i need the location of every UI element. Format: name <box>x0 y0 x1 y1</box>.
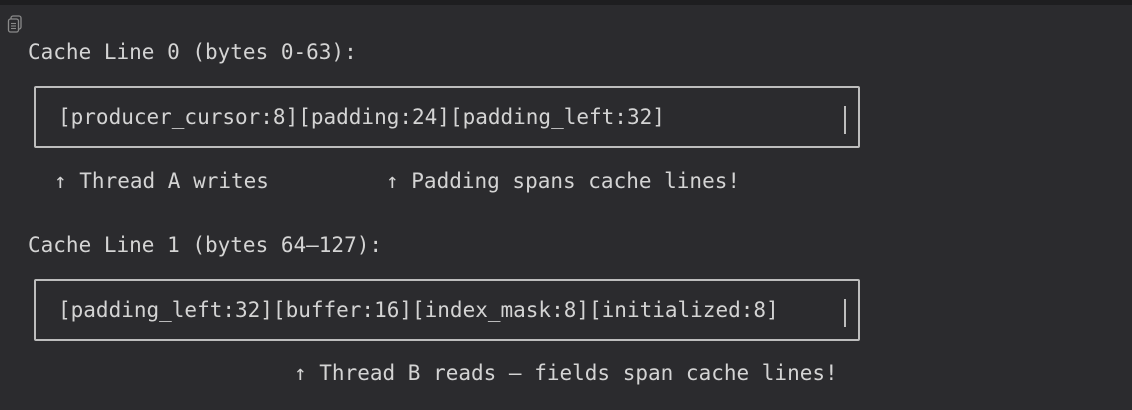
cache-line-0-heading: Cache Line 0 (bytes 0-63): <box>28 40 357 64</box>
cache-line-0-box: [producer_cursor:8][padding:24][padding_… <box>34 86 860 148</box>
copy-icon[interactable] <box>7 15 23 33</box>
cache-line-1-heading: Cache Line 1 (bytes 64–127): <box>28 233 383 257</box>
copy-icon-glyph <box>7 15 22 33</box>
window-top-edge <box>0 0 1132 5</box>
cache-line-0-note-thread-a: ↑ Thread A writes <box>54 169 269 193</box>
cache-line-0-box-content: [producer_cursor:8][padding:24][padding_… <box>58 105 665 129</box>
cache-line-1-box: [padding_left:32][buffer:16][index_mask:… <box>34 279 860 341</box>
cache-line-1-note-thread-b: ↑ Thread B reads – fields span cache lin… <box>294 361 838 385</box>
cache-line-0-note-padding: ↑ Padding spans cache lines! <box>386 169 741 193</box>
code-block: Cache Line 0 (bytes 0-63): [producer_cur… <box>28 0 860 385</box>
box-border-glyph <box>844 299 846 327</box>
box-border-glyph <box>844 106 846 134</box>
cache-line-1-box-content: [padding_left:32][buffer:16][index_mask:… <box>58 298 779 322</box>
